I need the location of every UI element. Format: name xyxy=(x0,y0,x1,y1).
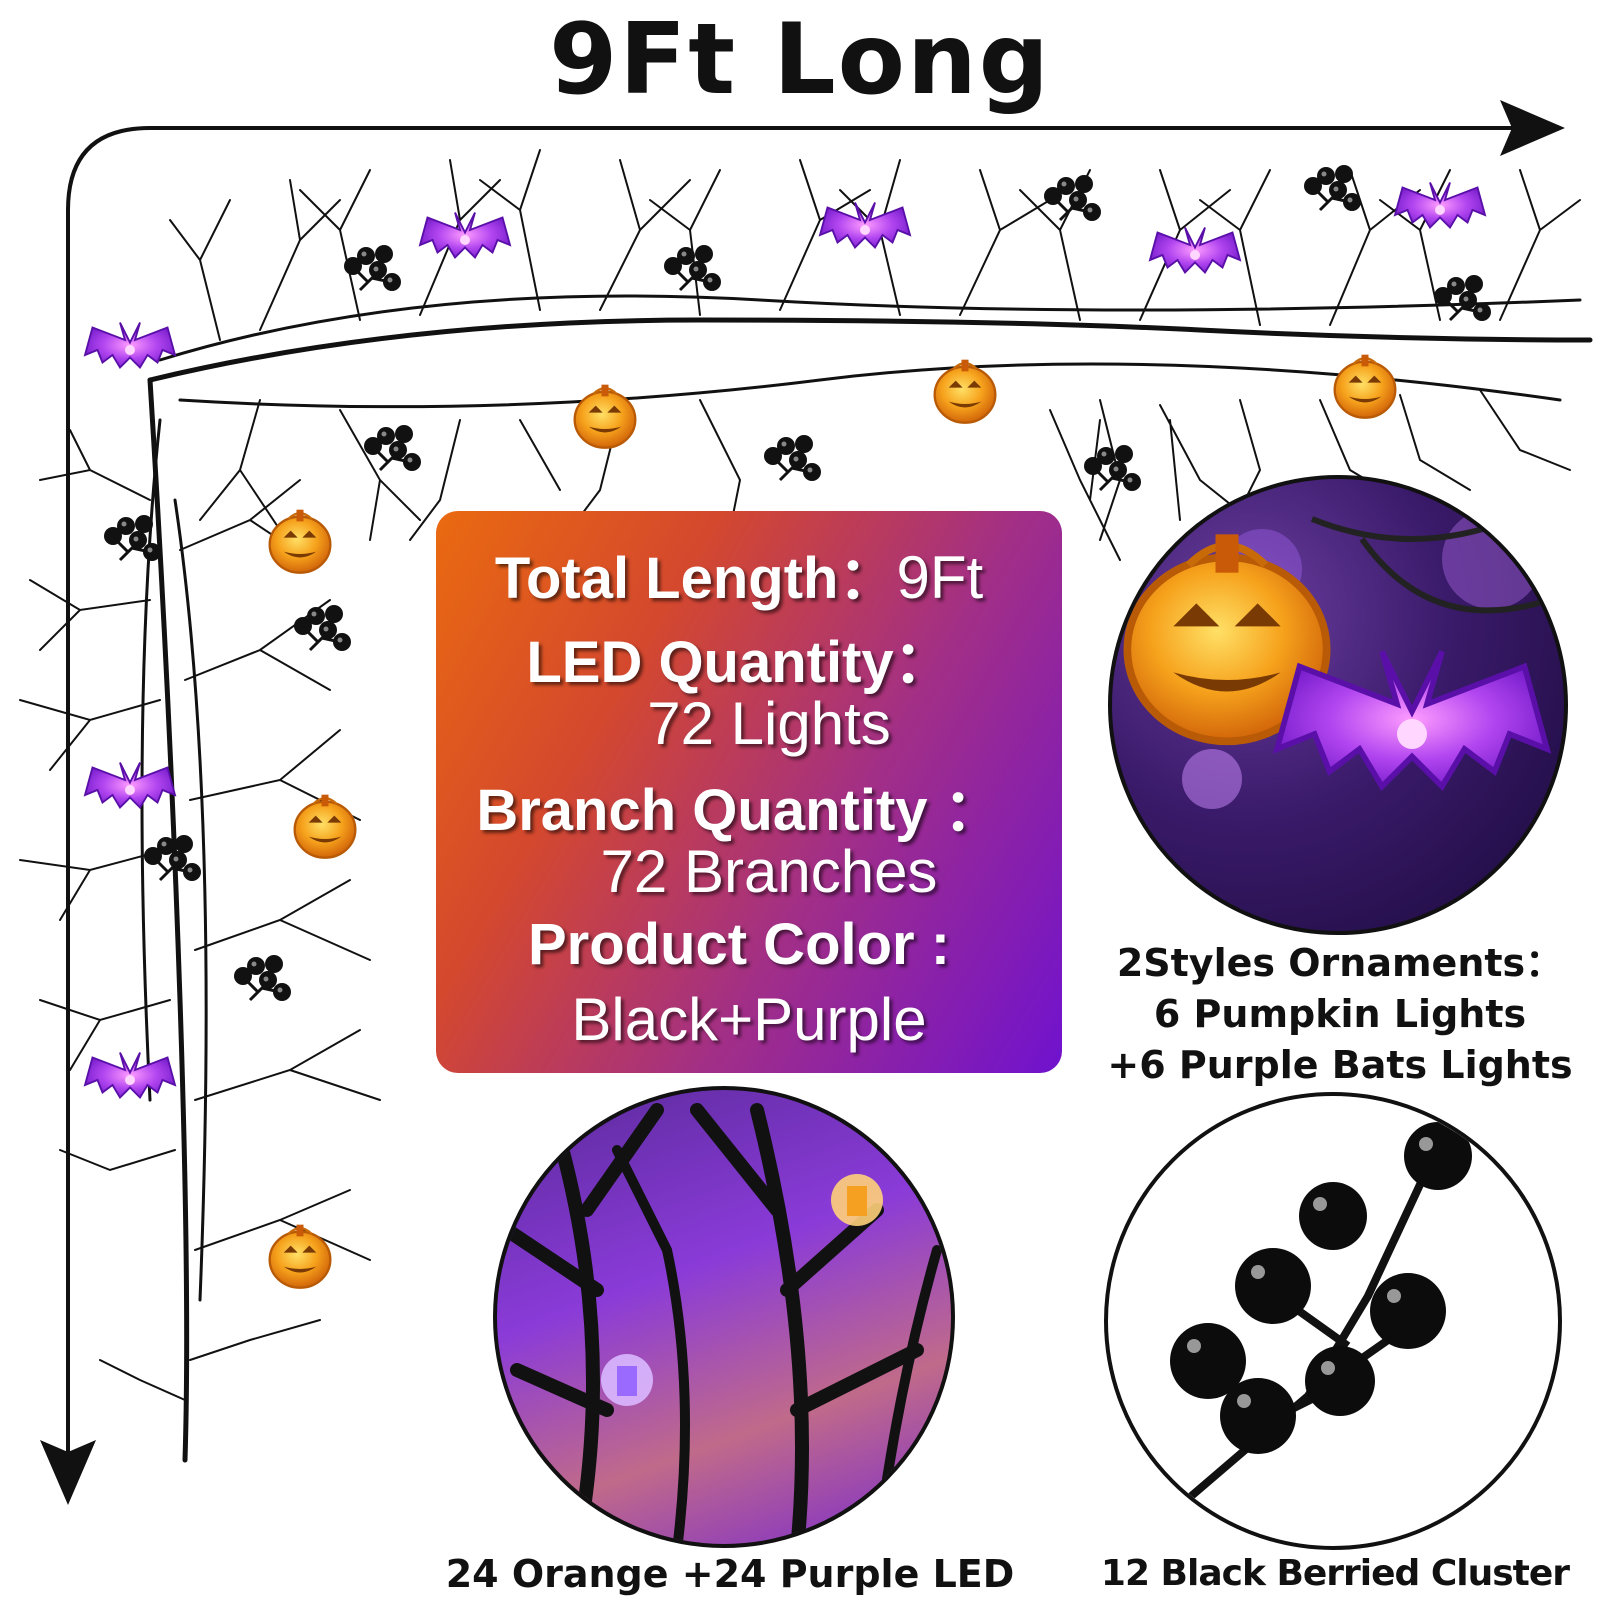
branch-quantity-value: 72 Branches xyxy=(600,838,938,905)
total-length-row: Total Length：9Ft xyxy=(426,531,1052,615)
led-photo xyxy=(500,1103,942,1544)
berry-caption: 12 Black Berried Cluster xyxy=(1100,1553,1570,1594)
led-quantity-value: 72 Lights xyxy=(647,690,891,757)
spec-panel: Total Length：9Ft LED Quantity： 72 Lights… xyxy=(436,511,1062,1073)
twig-pattern xyxy=(19,149,1581,1401)
ornament-photo xyxy=(1112,509,1553,809)
total-length-value: 9Ft xyxy=(896,544,984,611)
length-arrow xyxy=(40,100,1565,1505)
total-length-label: Total Length： xyxy=(494,546,897,611)
led-closeup xyxy=(493,1086,955,1548)
branch-quantity-label: Branch Quantity ： xyxy=(476,778,1002,843)
berry-photo xyxy=(1165,1122,1472,1520)
ornaments-closeup xyxy=(1108,475,1568,935)
led-caption: 24 Orange +24 Purple LED xyxy=(445,1552,1015,1596)
product-color-value: Black+Purple xyxy=(571,986,927,1053)
berry-closeup xyxy=(1104,1092,1562,1550)
ornaments-caption-line3: +6 Purple Bats Lights xyxy=(1107,1043,1573,1087)
product-color-label: Product Color : xyxy=(527,912,951,977)
page-title: 9Ft Long xyxy=(549,3,1051,117)
led-quantity-label: LED Quantity： xyxy=(526,630,952,695)
ornaments-caption: 2Styles Ornaments： 6 Pumpkin Lights +6 P… xyxy=(1090,938,1590,1091)
ornaments-caption-line1: 2Styles Ornaments： xyxy=(1116,941,1564,985)
ornaments-caption-line2: 6 Pumpkin Lights xyxy=(1153,992,1527,1036)
